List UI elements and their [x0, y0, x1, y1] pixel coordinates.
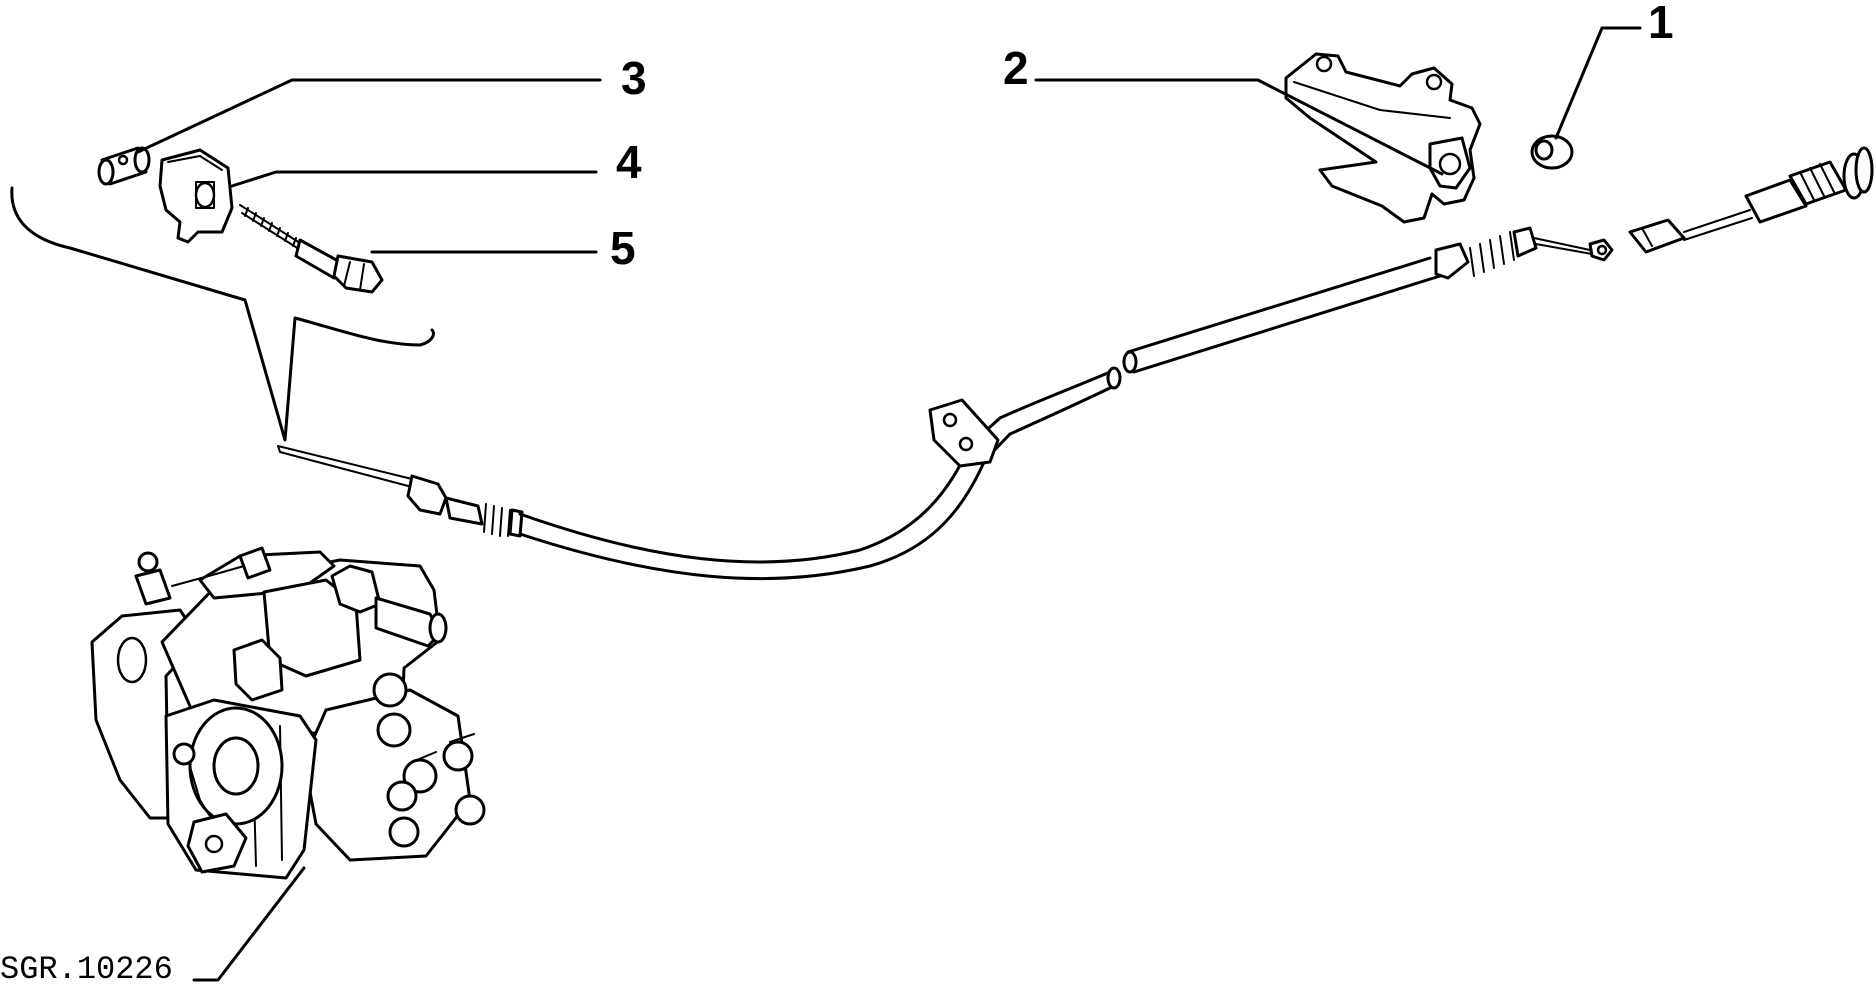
callout-label-1: 1	[1648, 0, 1674, 48]
part-4-cam-plate	[158, 148, 234, 244]
accelerator-cable	[277, 226, 1614, 581]
detail-inset-outline	[10, 186, 435, 442]
injection-pump	[90, 546, 486, 880]
callout-labels: 1 2 3 4 5 SGR.10226	[0, 0, 1674, 985]
part-1-washer	[1530, 134, 1574, 170]
part-3-sleeve	[97, 146, 151, 186]
leader-reference	[192, 866, 306, 982]
callout-label-2: 2	[1003, 42, 1029, 94]
leader-4	[230, 170, 598, 188]
leader-2	[1034, 78, 1444, 176]
part-5-threaded-end	[239, 204, 384, 294]
leader-3	[136, 78, 602, 154]
part-2-bracket	[1284, 52, 1482, 224]
leader-lines	[136, 26, 1642, 982]
reference-code: SGR.10226	[0, 951, 173, 985]
cable-end-connector	[1628, 146, 1874, 254]
callout-label-3: 3	[621, 52, 647, 104]
leader-1	[1554, 26, 1642, 140]
callout-label-4: 4	[616, 136, 642, 188]
callout-label-5: 5	[610, 222, 636, 274]
